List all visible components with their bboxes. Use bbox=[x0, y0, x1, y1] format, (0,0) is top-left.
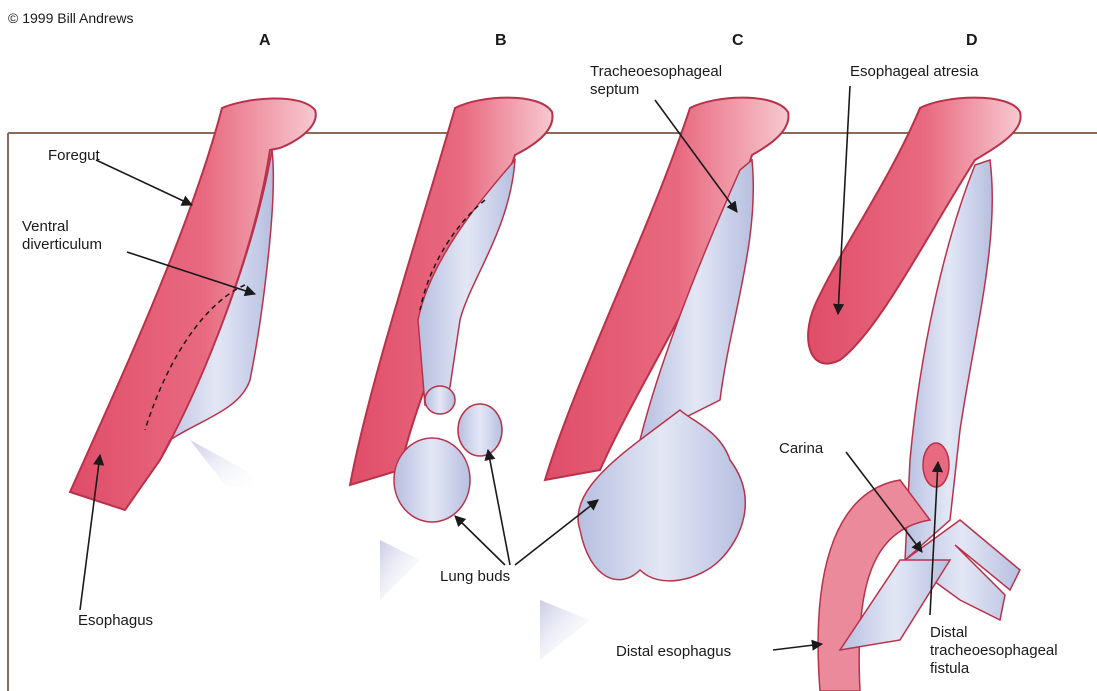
label-esophagus: Esophagus bbox=[78, 612, 153, 630]
panel-label-b: B bbox=[495, 32, 507, 50]
label-te-septum-1: Tracheoesophageal bbox=[590, 63, 722, 81]
panel-a-illustration bbox=[70, 98, 316, 510]
label-distal-esophagus: Distal esophagus bbox=[616, 643, 731, 661]
label-ventral: Ventral bbox=[22, 218, 69, 236]
panel-c-illustration bbox=[540, 98, 788, 660]
panel-b-illustration bbox=[350, 98, 552, 600]
label-te-septum-2: septum bbox=[590, 81, 639, 99]
label-diverticulum: diverticulum bbox=[22, 236, 102, 254]
label-carina: Carina bbox=[779, 440, 823, 458]
label-distal-te-fistula-2: tracheoesophageal bbox=[930, 642, 1058, 660]
panel-label-c: C bbox=[732, 32, 744, 50]
label-distal-te-fistula-1: Distal bbox=[930, 624, 968, 642]
panel-c-shadow-arrow bbox=[540, 600, 590, 660]
panel-b-lung-bud-mid bbox=[425, 386, 455, 414]
panel-label-d: D bbox=[966, 32, 978, 50]
label-foregut: Foregut bbox=[48, 147, 100, 165]
label-esophageal-atresia: Esophageal atresia bbox=[850, 63, 978, 81]
panel-label-a: A bbox=[259, 32, 271, 50]
lung-buds-arrow-2 bbox=[488, 450, 510, 565]
panel-b-lung-bud-right bbox=[458, 404, 502, 456]
panel-d-fistula bbox=[923, 443, 949, 487]
lung-buds-arrow-1 bbox=[455, 516, 505, 565]
distal-esophagus-arrow bbox=[773, 644, 822, 650]
foregut-arrow bbox=[96, 160, 192, 205]
panel-d-illustration bbox=[808, 98, 1021, 691]
panel-a-shadow-arrow bbox=[190, 440, 260, 490]
label-lung-buds: Lung buds bbox=[440, 568, 510, 586]
panel-b-shadow-arrow bbox=[380, 540, 420, 600]
copyright-text: © 1999 Bill Andrews bbox=[8, 10, 134, 26]
panel-a-foregut-tube bbox=[70, 98, 316, 510]
panel-b-lung-bud-left bbox=[394, 438, 470, 522]
label-distal-te-fistula-3: fistula bbox=[930, 660, 969, 678]
